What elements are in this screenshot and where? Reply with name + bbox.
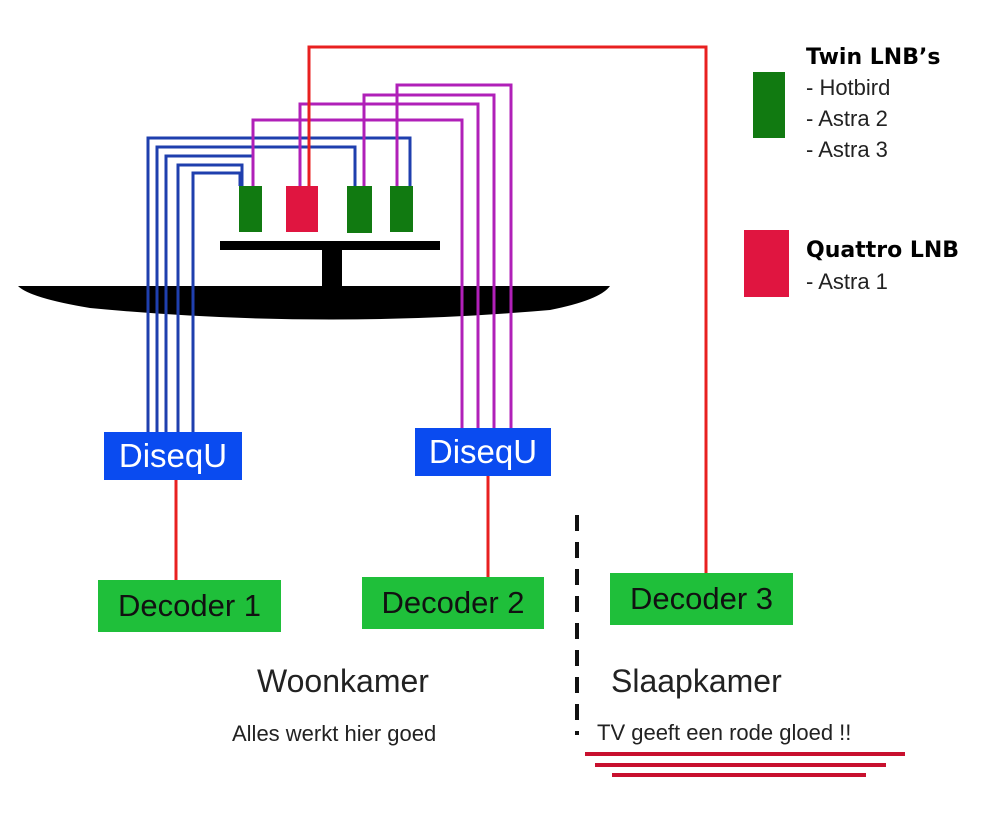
twin-lnb-astra2 xyxy=(347,186,372,233)
legend-twin-item: - Hotbird xyxy=(806,75,891,100)
blue-wire-bundle xyxy=(146,136,412,432)
dish-lnb-bar xyxy=(220,241,440,250)
dish-reflector xyxy=(18,286,610,320)
dish-support-post xyxy=(322,246,342,288)
purple-wire xyxy=(251,118,464,430)
blue-wire xyxy=(146,136,412,432)
blue-wire xyxy=(176,163,244,432)
decoder-2: Decoder 2 xyxy=(362,577,544,629)
legend-quattro-title: Quattro LNB xyxy=(806,238,960,263)
red-glow-underline xyxy=(585,752,905,777)
purple-wire xyxy=(362,93,496,430)
room-label-woonkamer: Woonkamer xyxy=(257,663,429,699)
decoder-3: Decoder 3 xyxy=(610,573,793,625)
red-wire-bundle xyxy=(174,45,708,580)
twin-lnb-hotbird xyxy=(239,186,262,232)
room-note-woonkamer: Alles werkt hier goed xyxy=(232,721,437,746)
legend-quattro-item: - Astra 1 xyxy=(806,269,888,294)
room-label-slaapkamer: Slaapkamer xyxy=(611,663,782,699)
room-note-slaapkamer: TV geeft een rode gloed !! xyxy=(597,720,852,745)
diseq-switch-1: DiseqU xyxy=(104,432,242,480)
legend-twin-swatch xyxy=(753,72,785,138)
legend-twin-item: - Astra 2 xyxy=(806,106,888,131)
quattro-lnb-astra1 xyxy=(286,186,318,232)
decoder-1: Decoder 1 xyxy=(98,580,281,632)
twin-lnb-astra3 xyxy=(390,186,413,232)
purple-wire xyxy=(298,102,480,430)
blue-wire xyxy=(191,171,242,432)
purple-wire xyxy=(395,83,513,430)
legend-twin-title: Twin LNB’s xyxy=(806,45,941,70)
blue-wire xyxy=(155,145,357,432)
diseq-switch-2: DiseqU xyxy=(415,428,551,476)
purple-wire-bundle xyxy=(251,83,513,430)
quattro-to-decoder3-wire xyxy=(307,45,708,574)
legend-quattro-swatch xyxy=(744,230,789,297)
legend-twin-item: - Astra 3 xyxy=(806,137,888,162)
